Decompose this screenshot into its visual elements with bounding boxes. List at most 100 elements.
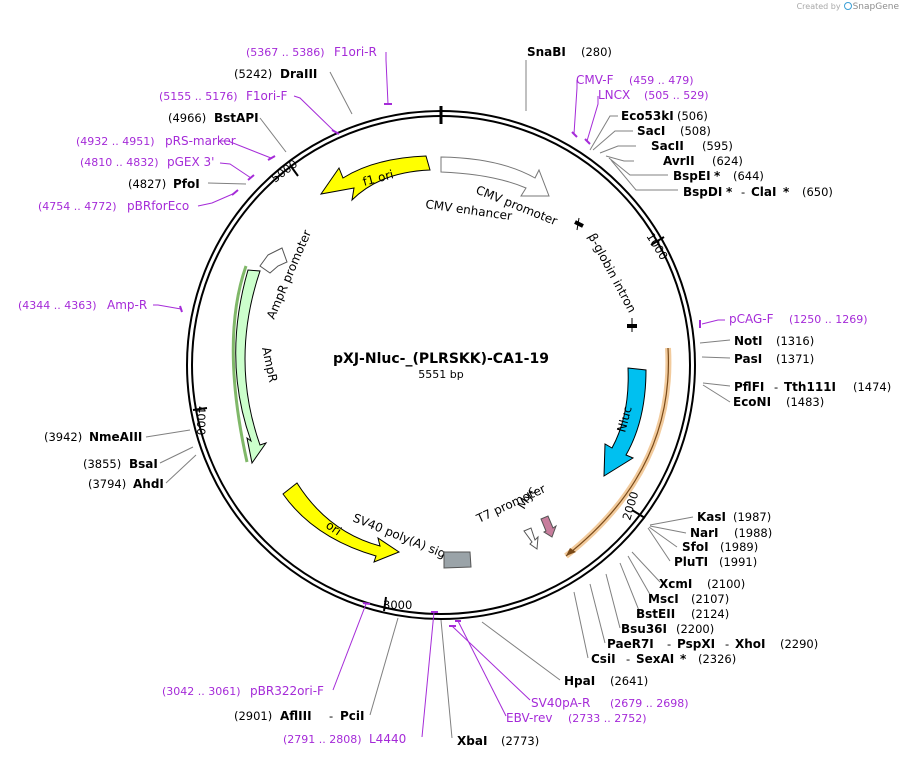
orf-highlight	[564, 347, 672, 559]
site-draiii[interactable]: (5242) DraIII	[234, 67, 317, 81]
svg-text:(2100): (2100)	[707, 577, 745, 591]
site-nari[interactable]: NarI (1988)	[690, 526, 772, 540]
svg-text:-: -	[725, 637, 729, 651]
beta-globin-intron-feature[interactable]: β-globin intron	[574, 217, 639, 332]
primer-leaders	[153, 52, 725, 738]
primer-amp-r[interactable]: (4344 .. 4363) Amp-R	[18, 298, 147, 312]
primer-pbr322ori-f[interactable]: (3042 .. 3061) pBR322ori-F	[162, 684, 324, 698]
site-pasi[interactable]: PasI (1371)	[734, 352, 814, 366]
tick-3000: 3000	[383, 596, 412, 612]
site-snabi[interactable]: SnaBI (280)	[527, 45, 612, 59]
nluc-label: Nluc	[614, 405, 634, 434]
nluc-feature[interactable]: Nluc	[603, 367, 647, 477]
svg-text:(459 .. 479): (459 .. 479)	[629, 74, 694, 87]
site-hpai[interactable]: HpaI (2641)	[564, 674, 648, 688]
svg-text:(1250 .. 1269): (1250 .. 1269)	[789, 313, 868, 326]
svg-text:(2290): (2290)	[780, 637, 818, 651]
site-xbai[interactable]: XbaI (2773)	[457, 734, 539, 748]
svg-text:(624): (624)	[712, 154, 743, 168]
primer-l4440[interactable]: (2791 .. 2808) L4440	[283, 732, 406, 746]
svg-text:-: -	[329, 709, 333, 723]
site-kasi[interactable]: KasI (1987)	[697, 510, 771, 524]
site-ahdi[interactable]: (3794) AhdI	[88, 477, 164, 491]
svg-text:pBR322ori-F: pBR322ori-F	[250, 684, 324, 698]
svg-text:NarI: NarI	[690, 526, 719, 540]
svg-text:CsiI: CsiI	[591, 652, 616, 666]
ori-feature[interactable]: ori	[282, 482, 401, 563]
svg-text:AflIII: AflIII	[280, 709, 312, 723]
site-eco53ki[interactable]: Eco53kI (506)	[621, 109, 708, 123]
svg-text:pRS-marker: pRS-marker	[165, 134, 236, 148]
plasmid-title: pXJ-Nluc-_(PLRSKK)-CA1-19 5551 bp	[333, 351, 549, 381]
site-bstapi[interactable]: (4966) BstAPI	[168, 111, 259, 125]
site-sacii[interactable]: SacII (595)	[651, 139, 733, 153]
site-csii-sexai[interactable]: CsiI - SexAI * (2326)	[591, 652, 736, 666]
site-sfoi[interactable]: SfoI (1989)	[682, 540, 758, 554]
primer-lncx[interactable]: LNCX (505 .. 529)	[598, 88, 709, 102]
svg-text:(5242): (5242)	[234, 67, 272, 81]
site-bsai[interactable]: (3855) BsaI	[83, 457, 158, 471]
svg-text:(595): (595)	[702, 139, 733, 153]
site-pflfi-tth111i[interactable]: PflFI - Tth111I (1474)	[734, 380, 891, 394]
svg-text:(644): (644)	[733, 169, 764, 183]
site-bsteii[interactable]: BstEII (2124)	[636, 607, 729, 621]
primer-ebv-rev[interactable]: EBV-rev (2733 .. 2752)	[506, 711, 647, 725]
ampr-label: AmpR	[259, 346, 280, 384]
svg-text:PasI: PasI	[734, 352, 762, 366]
site-bsu36i[interactable]: Bsu36I (2200)	[621, 622, 714, 636]
site-saci[interactable]: SacI (508)	[637, 124, 711, 138]
svg-text:PfoI: PfoI	[173, 177, 200, 191]
site-nmeaiii[interactable]: (3942) NmeAIII	[44, 430, 142, 444]
svg-text:Amp-R: Amp-R	[107, 298, 147, 312]
svg-text:*: *	[783, 185, 790, 199]
site-xcmi[interactable]: XcmI (2100)	[659, 577, 745, 591]
site-bspei[interactable]: BspEI * (644)	[673, 169, 764, 183]
primer-f1ori-r[interactable]: (5367 .. 5386) F1ori-R	[246, 45, 377, 59]
svg-text:EBV-rev: EBV-rev	[506, 711, 552, 725]
primer-pcag-f[interactable]: pCAG-F (1250 .. 1269)	[729, 312, 868, 326]
t7-promoter-label: T7 promoter	[473, 482, 547, 527]
site-afliii-pcii[interactable]: (2901) AflIII - PciI	[234, 709, 365, 723]
svg-text:(2107): (2107)	[691, 592, 729, 606]
svg-text:(505 .. 529): (505 .. 529)	[644, 89, 709, 102]
primer-pbrforeco[interactable]: (4754 .. 4772) pBRforEco	[38, 199, 189, 213]
primer-prs-marker[interactable]: (4932 .. 4951) pRS-marker	[76, 134, 236, 148]
svg-text:AhdI: AhdI	[133, 477, 164, 491]
svg-text:(4932 .. 4951): (4932 .. 4951)	[76, 135, 155, 148]
svg-text:*: *	[714, 169, 721, 183]
site-pluti[interactable]: PluTI (1991)	[674, 555, 757, 569]
svg-text:-: -	[626, 652, 630, 666]
svg-text:pGEX 3': pGEX 3'	[167, 155, 214, 169]
cmv-promoter-feature[interactable]: CMV promoter CMV enhancer	[425, 156, 560, 228]
primer-sv40pa-r[interactable]: SV40pA-R (2679 .. 2698)	[531, 696, 689, 710]
site-econi[interactable]: EcoNI (1483)	[733, 395, 824, 409]
svg-text:5000: 5000	[268, 157, 300, 186]
credit-prefix: Created by	[796, 2, 841, 11]
svg-text:3000: 3000	[383, 598, 412, 612]
svg-text:LNCX: LNCX	[598, 88, 630, 102]
svg-text:(2326): (2326)	[698, 652, 736, 666]
svg-text:(1989): (1989)	[720, 540, 758, 554]
svg-text:-: -	[667, 637, 671, 651]
svg-text:KasI: KasI	[697, 510, 726, 524]
ampr-promoter-feature[interactable]: AmpR promoter	[259, 228, 314, 321]
primer-f1ori-f[interactable]: (5155 .. 5176) F1ori-F	[159, 89, 287, 103]
svg-text:AvrII: AvrII	[663, 154, 695, 168]
svg-text:(2733 .. 2752): (2733 .. 2752)	[568, 712, 647, 725]
site-avrii[interactable]: AvrII (624)	[663, 154, 743, 168]
svg-text:BspEI: BspEI	[673, 169, 711, 183]
svg-text:(2679 .. 2698): (2679 .. 2698)	[610, 697, 689, 710]
site-pfoi[interactable]: (4827) PfoI	[128, 177, 200, 191]
site-bspdi-clai[interactable]: BspDI * - ClaI * (650)	[683, 185, 833, 199]
site-paer7i-pspxi-xhoi[interactable]: PaeR7I - PspXI - XhoI (2290)	[607, 637, 818, 651]
site-msci[interactable]: MscI (2107)	[648, 592, 729, 606]
sv40-polya-feature[interactable]: SV40 poly(A) signal	[351, 511, 472, 569]
primer-cmv-f[interactable]: CMV-F (459 .. 479)	[576, 73, 694, 87]
site-noti[interactable]: NotI (1316)	[734, 334, 814, 348]
svg-text:XbaI: XbaI	[457, 734, 487, 748]
svg-text:XcmI: XcmI	[659, 577, 692, 591]
svg-text:Eco53kI: Eco53kI	[621, 109, 674, 123]
f1-ori-feature[interactable]: f1 ori	[319, 155, 431, 202]
backbone	[186, 106, 696, 620]
primer-pgex3[interactable]: (4810 .. 4832) pGEX 3'	[80, 155, 214, 169]
